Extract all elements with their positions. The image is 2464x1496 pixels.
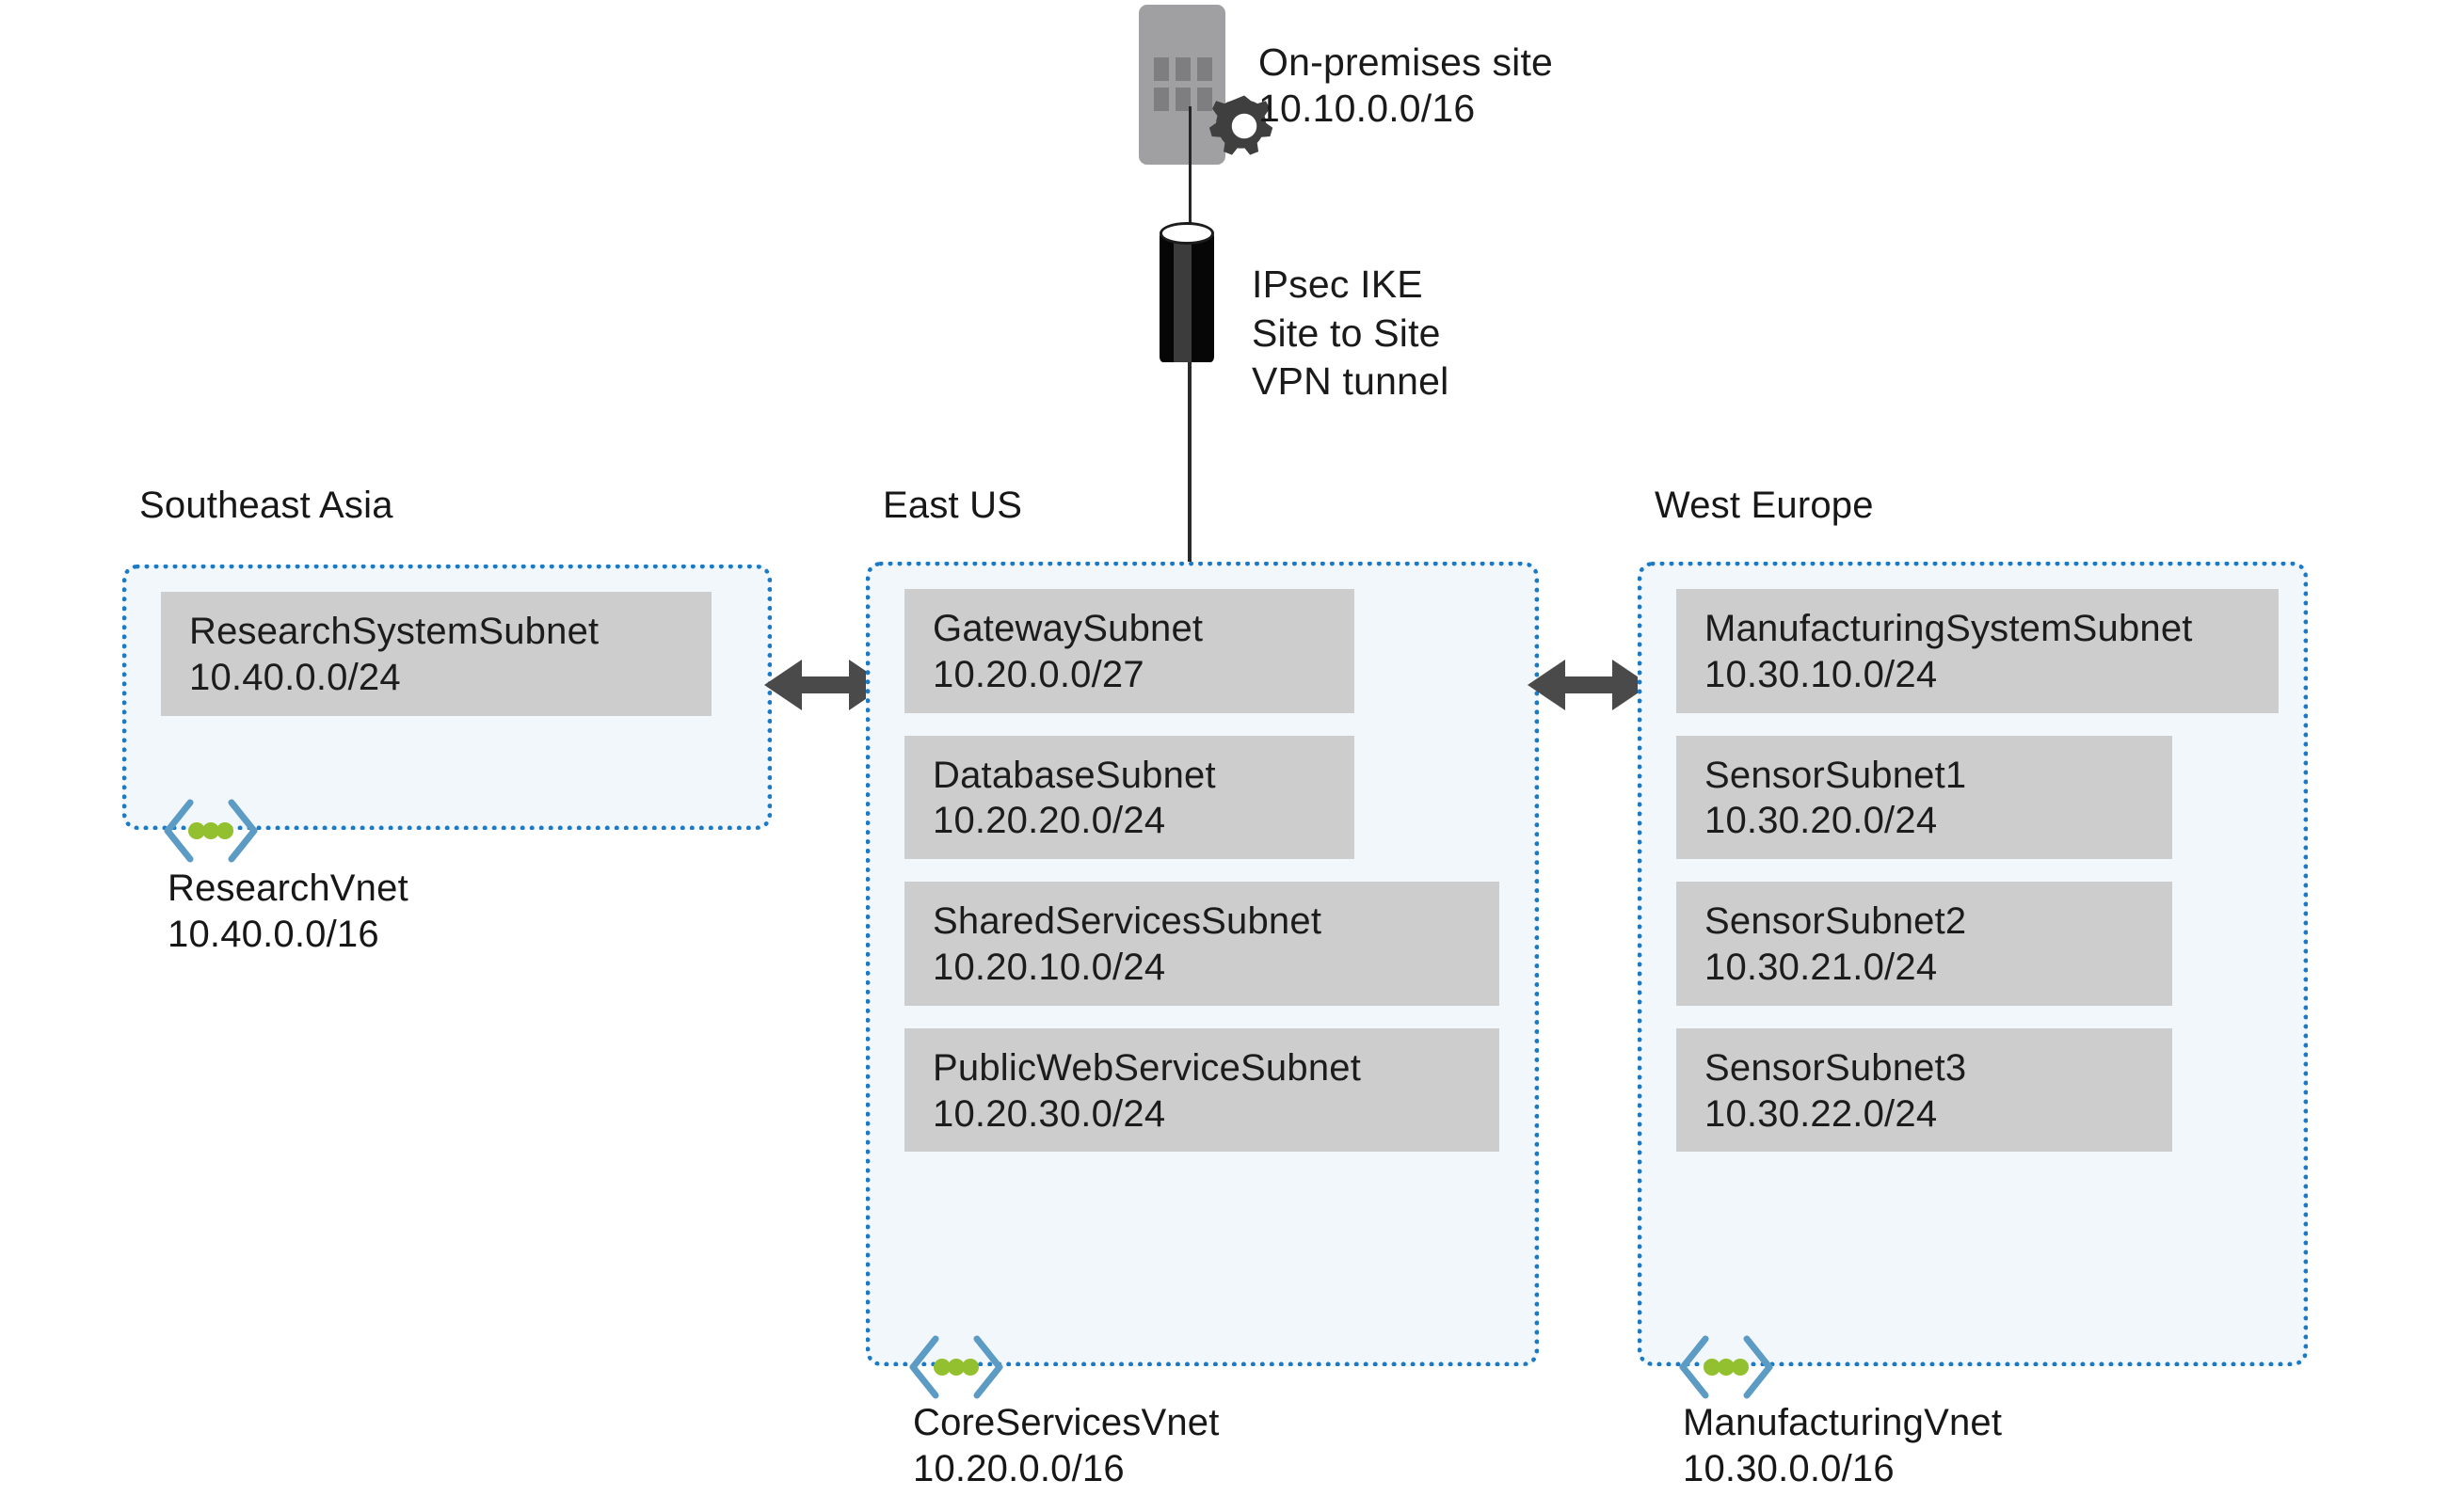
subnet-name: DatabaseSubnet xyxy=(933,754,1216,796)
vnet-caption-researchvnet: ResearchVnet 10.40.0.0/16 xyxy=(168,866,408,958)
tunnel-line-2: Site to Site xyxy=(1252,310,1441,355)
building-windows xyxy=(1154,57,1212,116)
on-premises-site-label: On-premises site 10.10.0.0/16 xyxy=(1258,0,1553,177)
tunnel-connector-lower xyxy=(1188,362,1192,565)
vnet-box-researchvnet[interactable]: ResearchSystemSubnet 10.40.0.0/24 xyxy=(122,565,772,830)
vnet-box-coreservicesvnet[interactable]: GatewaySubnet 10.20.0.0/27 DatabaseSubne… xyxy=(866,562,1539,1366)
subnet-name: PublicWebServiceSubnet xyxy=(933,1046,1362,1089)
vnet-caption-coreservicesvnet: CoreServicesVnet 10.20.0.0/16 xyxy=(913,1400,1220,1492)
vpn-tunnel-icon xyxy=(1160,222,1214,365)
subnet-list-coreservicesvnet: GatewaySubnet 10.20.0.0/27 DatabaseSubne… xyxy=(871,566,1534,1174)
region-label-east-us: East US xyxy=(883,485,1023,526)
subnet-name: SensorSubnet3 xyxy=(1704,1046,1967,1089)
subnet-name: ResearchSystemSubnet xyxy=(189,611,600,652)
vnet-name: ManufacturingVnet xyxy=(1683,1402,2003,1443)
subnet-sensorsubnet2[interactable]: SensorSubnet2 10.30.21.0/24 xyxy=(1676,882,2172,1006)
subnet-cidr: 10.20.10.0/24 xyxy=(933,946,1166,988)
subnet-list-researchvnet: ResearchSystemSubnet 10.40.0.0/24 xyxy=(127,569,767,739)
region-label-southeast-asia: Southeast Asia xyxy=(139,485,393,526)
subnet-cidr: 10.30.10.0/24 xyxy=(1704,653,1938,695)
subnet-name: GatewaySubnet xyxy=(933,608,1204,649)
on-premises-name: On-premises site xyxy=(1258,40,1554,85)
subnet-manufacturingsystemsubnet[interactable]: ManufacturingSystemSubnet 10.30.10.0/24 xyxy=(1676,589,2279,713)
subnet-cidr: 10.30.20.0/24 xyxy=(1704,800,1938,842)
on-premises-site-node: On-premises site 10.10.0.0/16 xyxy=(1134,0,1793,179)
subnet-sensorsubnet3[interactable]: SensorSubnet3 10.30.22.0/24 xyxy=(1676,1027,2172,1153)
peering-arrow-southeast-asia-east-us[interactable] xyxy=(764,654,887,716)
tunnel-line-1: IPsec IKE xyxy=(1252,263,1423,306)
subnet-name: SensorSubnet2 xyxy=(1704,900,1967,943)
vnet-cidr: 10.20.0.0/16 xyxy=(913,1447,1125,1489)
on-premises-cidr: 10.10.0.0/16 xyxy=(1258,86,1476,130)
tunnel-line-3: VPN tunnel xyxy=(1252,359,1449,404)
subnet-publicwebservicesubnet[interactable]: PublicWebServiceSubnet 10.20.30.0/24 xyxy=(904,1027,1499,1153)
subnet-cidr: 10.20.30.0/24 xyxy=(933,1092,1166,1135)
subnet-cidr: 10.20.20.0/24 xyxy=(933,800,1166,842)
subnet-sensorsubnet1[interactable]: SensorSubnet1 10.30.20.0/24 xyxy=(1676,735,2172,860)
region-label-west-europe: West Europe xyxy=(1655,485,1874,526)
vnet-icon-manufacturingvnet xyxy=(1673,1331,1779,1403)
subnet-name: ManufacturingSystemSubnet xyxy=(1704,608,2193,649)
vnet-name: ResearchVnet xyxy=(168,867,408,909)
vpn-tunnel-label: IPsec IKE Site to Site VPN tunnel xyxy=(1252,261,1448,406)
gear-icon xyxy=(1208,89,1281,163)
subnet-cidr: 10.20.0.0/27 xyxy=(933,653,1144,695)
vnet-cidr: 10.30.0.0/16 xyxy=(1683,1447,1895,1489)
subnet-sharedservicessubnet[interactable]: SharedServicesSubnet 10.20.10.0/24 xyxy=(904,882,1499,1006)
subnet-databasesubnet[interactable]: DatabaseSubnet 10.20.20.0/24 xyxy=(904,735,1354,860)
peering-arrow-east-us-west-europe[interactable] xyxy=(1528,654,1650,716)
vnet-icon-researchvnet xyxy=(158,795,264,867)
subnet-cidr: 10.30.21.0/24 xyxy=(1704,946,1938,988)
subnet-gatewaysubnet[interactable]: GatewaySubnet 10.20.0.0/27 xyxy=(904,589,1354,713)
vnet-cidr: 10.40.0.0/16 xyxy=(168,913,379,955)
subnet-name: SensorSubnet1 xyxy=(1704,754,1967,796)
vnet-name: CoreServicesVnet xyxy=(913,1402,1220,1443)
tunnel-connector-upper xyxy=(1189,106,1192,227)
on-premises-building-icon xyxy=(1139,5,1225,165)
subnet-cidr: 10.30.22.0/24 xyxy=(1704,1092,1938,1135)
subnet-researchsystemsubnet[interactable]: ResearchSystemSubnet 10.40.0.0/24 xyxy=(161,592,712,716)
vnet-caption-manufacturingvnet: ManufacturingVnet 10.30.0.0/16 xyxy=(1683,1400,2002,1492)
vnet-icon-coreservicesvnet xyxy=(904,1331,1009,1403)
subnet-cidr: 10.40.0.0/24 xyxy=(189,656,401,698)
subnet-list-manufacturingvnet: ManufacturingSystemSubnet 10.30.10.0/24 … xyxy=(1642,566,2303,1174)
vnet-box-manufacturingvnet[interactable]: ManufacturingSystemSubnet 10.30.10.0/24 … xyxy=(1638,562,2308,1366)
subnet-name: SharedServicesSubnet xyxy=(933,900,1322,943)
